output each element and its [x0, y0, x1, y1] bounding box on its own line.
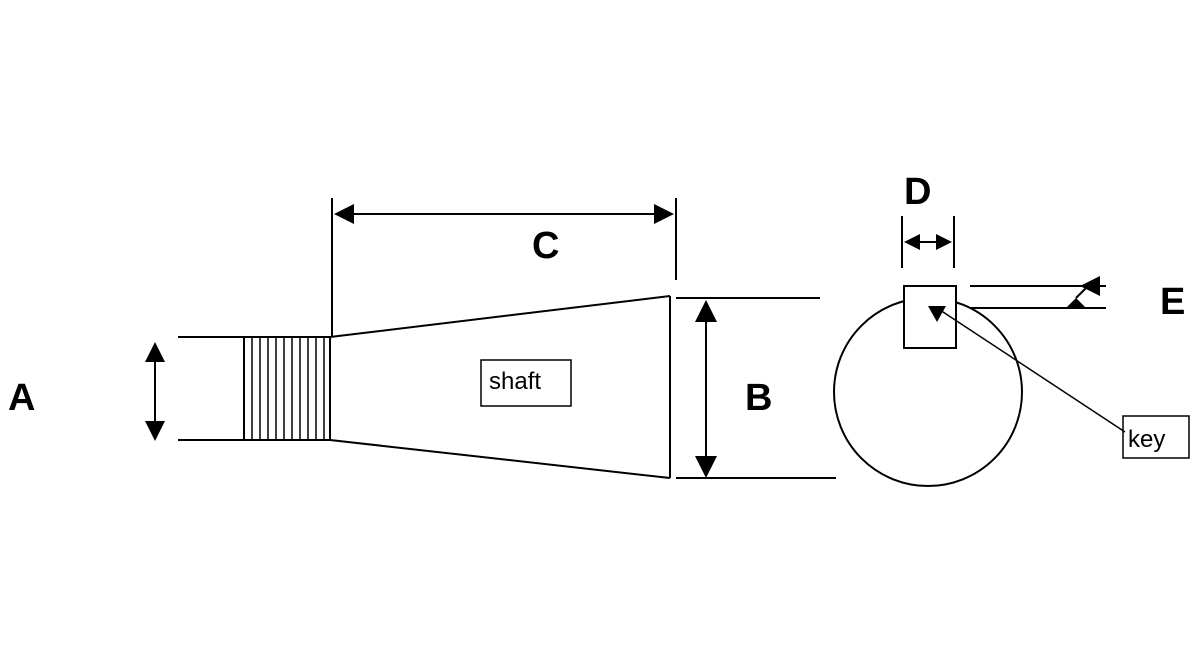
key-label: key [1128, 426, 1165, 453]
dim-d-arrow-left [904, 234, 920, 250]
dim-a-arrow-down [145, 421, 165, 441]
key-leader-line [939, 309, 1126, 433]
dimension-d: D [901, 171, 955, 268]
dim-c-label: C [532, 225, 559, 267]
shaft-label: shaft [489, 368, 541, 395]
shaft-label-box [480, 359, 572, 407]
dim-c-arrow-left [334, 204, 354, 224]
dimension-e: E [970, 276, 1185, 323]
dim-c-arrow-right [654, 204, 674, 224]
dim-e-arrow-stem [1075, 283, 1091, 299]
dimension-a: A [8, 336, 245, 441]
dimension-b: B [676, 297, 836, 479]
tapered-shaft: shaft [329, 295, 671, 479]
thread-lines [251, 337, 325, 440]
dim-a-arrow-up [145, 342, 165, 362]
dim-b-label: B [745, 377, 772, 419]
thread-outline [243, 336, 331, 441]
shaft-top-edge [329, 295, 671, 338]
dimension-c: C [331, 198, 677, 337]
shaft-end-view: key [833, 285, 1190, 487]
dim-b-arrow-down [695, 456, 717, 478]
keyway-box [903, 285, 957, 349]
dim-e-label: E [1160, 281, 1185, 323]
dim-d-arrow-right [936, 234, 952, 250]
shaft-bottom-edge [329, 439, 671, 479]
dim-e-arrow-top [1080, 276, 1100, 296]
threaded-section [243, 336, 331, 441]
key-pointer-triangle [928, 306, 946, 322]
key-label-box [1122, 415, 1190, 459]
dim-a-label: A [8, 377, 35, 419]
dim-b-arrow-up [695, 300, 717, 322]
dim-e-arrow-bottom [1066, 298, 1086, 308]
dim-d-label: D [904, 171, 931, 213]
